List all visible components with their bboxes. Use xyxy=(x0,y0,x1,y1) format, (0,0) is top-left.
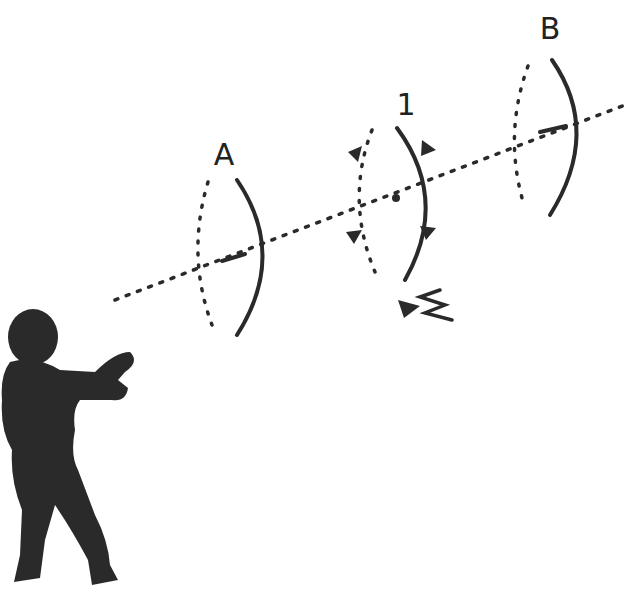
rotation-arrowhead xyxy=(346,230,362,244)
rotation-arrowhead xyxy=(348,146,362,162)
part-label: A xyxy=(214,140,235,170)
part-label: B xyxy=(540,14,561,44)
lens-outline-dotted xyxy=(198,182,212,325)
lens-center-dot xyxy=(392,194,400,202)
lens-arc xyxy=(550,60,577,215)
lens-outline-dotted xyxy=(514,66,528,205)
lens-outline-dotted xyxy=(359,130,375,272)
part-label: 1 xyxy=(396,90,415,120)
rotation-arrowhead xyxy=(421,140,436,156)
optical-axis xyxy=(115,105,625,300)
person-silhouette xyxy=(2,309,134,585)
lens-center-mark xyxy=(540,126,566,132)
lens-arc xyxy=(237,180,263,335)
rotation-arrowhead xyxy=(420,226,436,240)
rotation-arrow xyxy=(420,290,452,320)
lens-center-mark xyxy=(222,254,245,261)
rotation-arrowhead xyxy=(398,300,420,318)
